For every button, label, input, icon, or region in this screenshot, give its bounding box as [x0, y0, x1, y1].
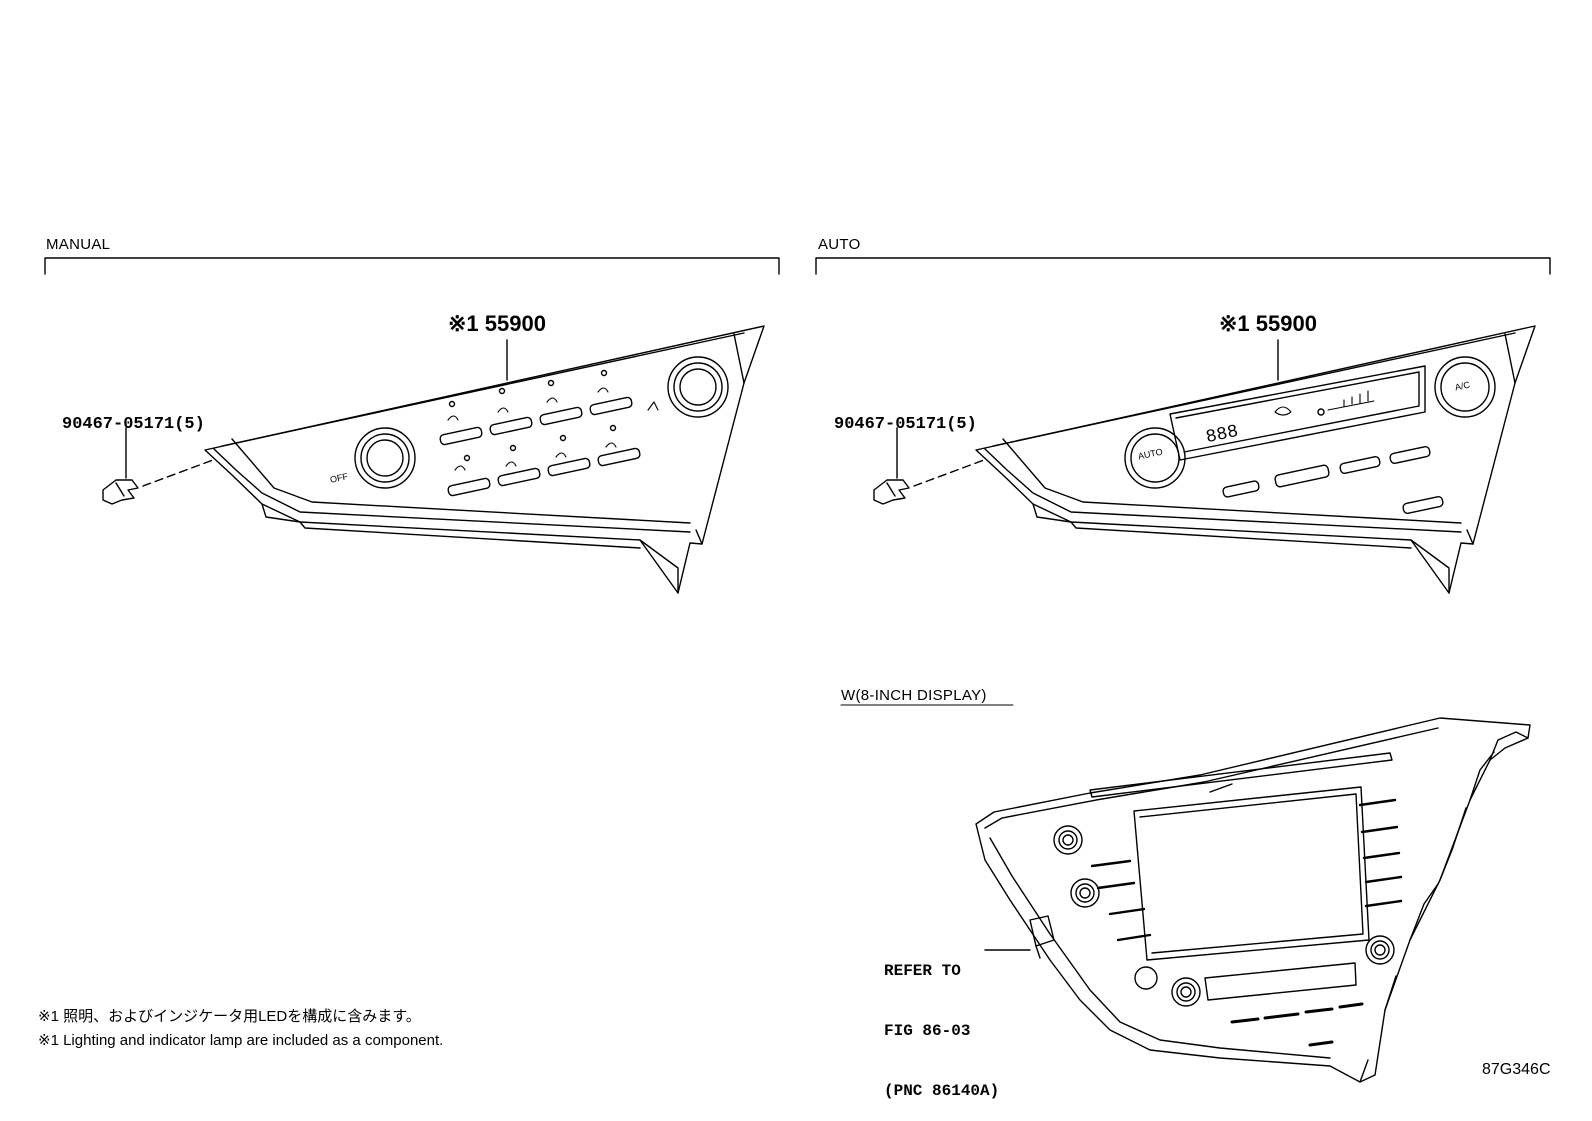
auto-clip-part [873, 427, 985, 505]
reference-note: REFER TO FIG 86-03 (PNC 86140A) [884, 921, 999, 1121]
footnote-english: ※1 Lighting and indicator lamp are inclu… [38, 1032, 444, 1049]
auto-control-panel [975, 325, 1536, 594]
section-label-manual: MANUAL [46, 236, 111, 253]
manual-clip-part [102, 427, 214, 505]
reference-line-3: (PNC 86140A) [884, 1082, 1000, 1100]
manual-control-panel [204, 325, 765, 594]
part-number-manual-main: ※1 55900 [448, 311, 546, 336]
part-number-auto-clip: 90467-05171(5) [834, 415, 977, 434]
reference-line-1: REFER TO [884, 962, 961, 980]
auto-section-bracket [815, 257, 1551, 275]
section-label-auto: AUTO [818, 236, 861, 253]
part-number-manual-clip: 90467-05171(5) [62, 415, 205, 434]
display-unit [975, 717, 1531, 1083]
section-label-display: W(8-INCH DISPLAY) [841, 687, 987, 704]
manual-section-bracket [44, 257, 780, 275]
display-screen [1133, 786, 1370, 961]
footnote-japanese: ※1 照明、およびインジケータ用LEDを構成に含みます。 [38, 1008, 421, 1025]
part-number-auto-main: ※1 55900 [1219, 311, 1317, 336]
reference-line-2: FIG 86-03 [884, 1022, 971, 1040]
figure-id: 87G346C [1482, 1061, 1551, 1078]
